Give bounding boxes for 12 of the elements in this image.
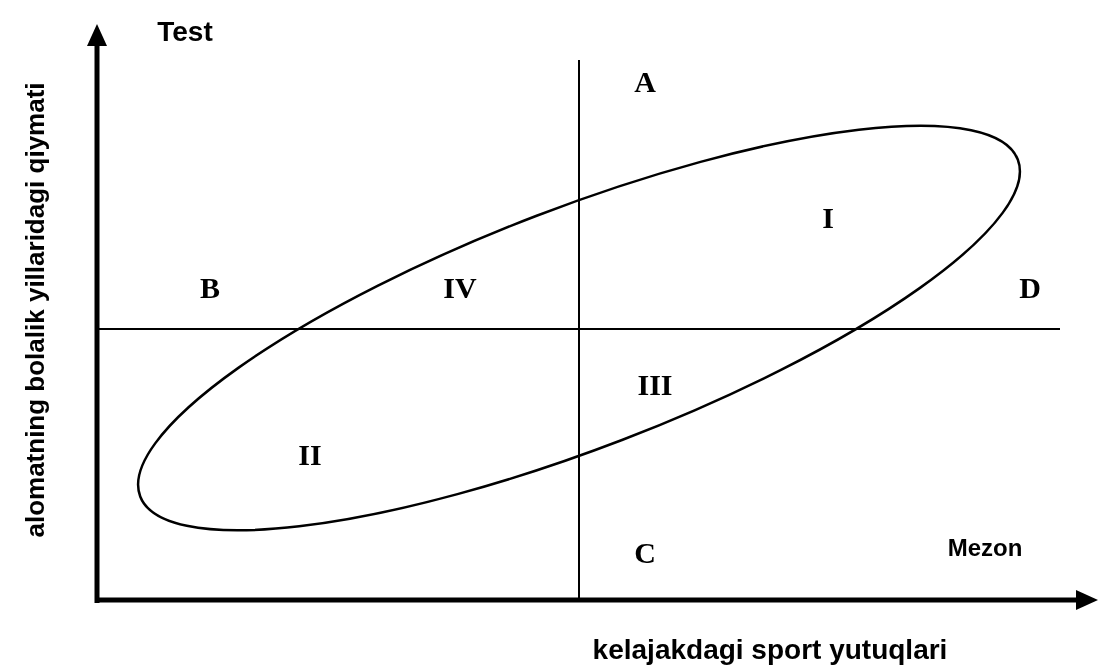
- region-label: C: [634, 538, 656, 568]
- axis-title: Mezon: [947, 536, 1023, 560]
- region-label: II: [298, 440, 322, 470]
- region-label: I: [822, 203, 834, 233]
- axis-title: Test: [157, 18, 213, 46]
- region-label: IV: [443, 273, 477, 303]
- axis-title: kelajakdagi sport yutuqlari: [592, 636, 948, 664]
- region-label: A: [634, 67, 656, 97]
- axis-title: alomatning bolalik yillaridagi qiymati: [22, 82, 48, 538]
- region-label: B: [200, 273, 220, 303]
- region-label: D: [1019, 273, 1041, 303]
- region-label: III: [637, 370, 673, 400]
